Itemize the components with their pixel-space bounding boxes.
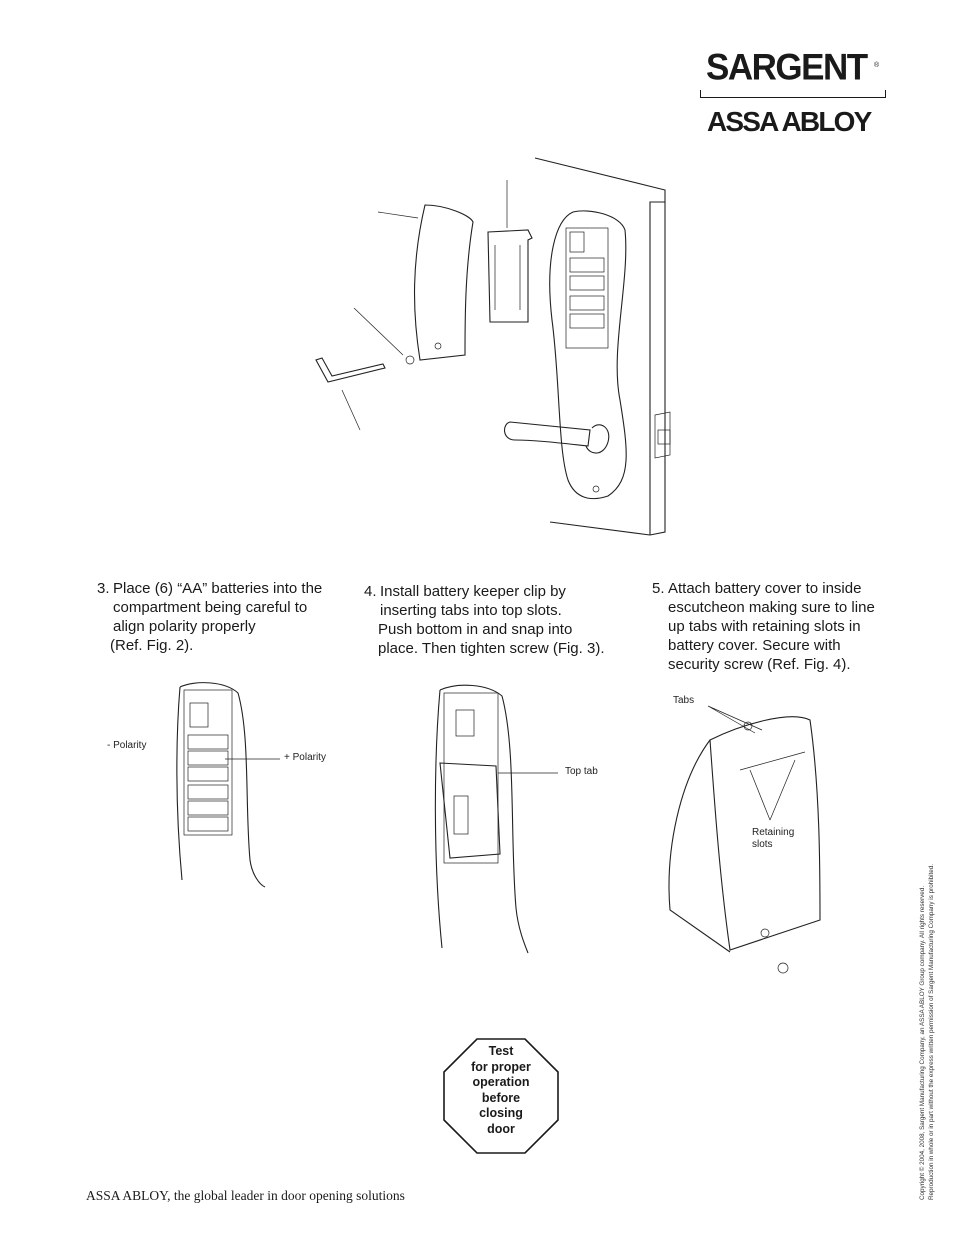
- octagon-shape: [443, 1038, 559, 1154]
- fig3-clip: [439, 762, 501, 859]
- lever-rose: [585, 424, 610, 454]
- retaining-slots-label-2: slots: [752, 839, 773, 850]
- step-4: 4. Install battery keeper clip by insert…: [364, 582, 624, 662]
- copyright-line-1: Copyright © 2004, 2008, Sargent Manufact…: [919, 885, 926, 1200]
- stop-sign-line-4: before: [481, 1090, 521, 1105]
- step-4-line-3: Push bottom in and snap into: [378, 621, 573, 638]
- footer-tagline: ASSA ABLOY, the global leader in door op…: [86, 1188, 405, 1203]
- copyright-line-2: Reproduction in whole or in part without…: [928, 863, 935, 1200]
- step-5-line-5: security screw (Ref. Fig. 4).: [668, 656, 851, 673]
- logo-bracket: [700, 90, 886, 98]
- stop-sign-line-3: operation: [472, 1075, 530, 1089]
- top-tab-label: Top tab: [565, 766, 598, 777]
- latch-bolt: [654, 411, 671, 459]
- step-3-line-4: (Ref. Fig. 2).: [110, 637, 194, 654]
- step-3-line-2: compartment being careful to: [113, 599, 308, 616]
- fig2-escutcheon-right: [179, 682, 266, 888]
- copyright-notice: Copyright © 2004, 2008, Sargent Manufact…: [918, 780, 936, 1200]
- step-4-line-1: Install battery keeper clip by: [380, 583, 566, 600]
- stop-sign-text: Test for proper operation before closing…: [443, 1044, 559, 1137]
- step-5-line-4: battery cover. Secure with: [668, 637, 841, 654]
- step-5-number: 5.: [652, 580, 665, 597]
- step-5-line-3: up tabs with retaining slots in: [668, 618, 861, 635]
- exploded-lock-illustration: [315, 157, 671, 536]
- figure-3-keeper-clip: [434, 684, 558, 954]
- step-3-number: 3.: [97, 580, 110, 597]
- lever-handle: [504, 421, 591, 447]
- stop-sign-line-6: door: [487, 1121, 515, 1136]
- battery-cover: [413, 204, 474, 361]
- fig4-screw: [777, 962, 789, 974]
- step-4-line-4: place. Then tighten screw (Fig. 3).: [378, 640, 605, 657]
- fig2-compartment: [183, 689, 233, 836]
- step-5: 5. Attach battery cover to inside escutc…: [652, 579, 902, 679]
- step-4-number: 4.: [364, 583, 377, 600]
- hex-key: [315, 357, 386, 383]
- assa-abloy-logo: ASSA ABLOY: [707, 106, 872, 137]
- step-3: 3. Place (6) “AA” batteries into the com…: [97, 579, 347, 659]
- escutcheon: [549, 210, 627, 500]
- tabs-label: Tabs: [673, 695, 695, 706]
- fig4-cover: [709, 716, 821, 951]
- pos-polarity-label: + Polarity: [284, 752, 326, 763]
- step-5-line-2: escutcheon making sure to line: [668, 599, 875, 616]
- test-operation-stop-sign: Test for proper operation before closing…: [443, 1038, 559, 1154]
- keeper-clip: [487, 229, 533, 323]
- step-3-line-1: Place (6) “AA” batteries into the: [113, 580, 323, 597]
- step-4-line-2: inserting tabs into top slots.: [380, 602, 562, 619]
- battery-compartment: [565, 227, 609, 349]
- stop-sign-line-5: closing: [479, 1106, 523, 1120]
- neg-polarity-label: - Polarity: [107, 740, 147, 751]
- stop-sign-line-2: for proper: [471, 1059, 531, 1074]
- fig4-tab: [743, 721, 753, 731]
- figure-4-cover: [668, 705, 821, 974]
- figure-2-batteries: [176, 682, 280, 888]
- stop-sign-line-1: Test: [488, 1044, 514, 1058]
- fig3-escutcheon-right: [439, 684, 529, 954]
- security-screw: [405, 355, 415, 365]
- retaining-slots-label-1: Retaining: [752, 827, 795, 838]
- sargent-logo: SARGENT: [706, 47, 868, 88]
- registered-mark: ®: [874, 62, 880, 69]
- step-5-line-1: Attach battery cover to inside: [668, 580, 862, 597]
- step-3-line-3: align polarity properly: [113, 618, 256, 635]
